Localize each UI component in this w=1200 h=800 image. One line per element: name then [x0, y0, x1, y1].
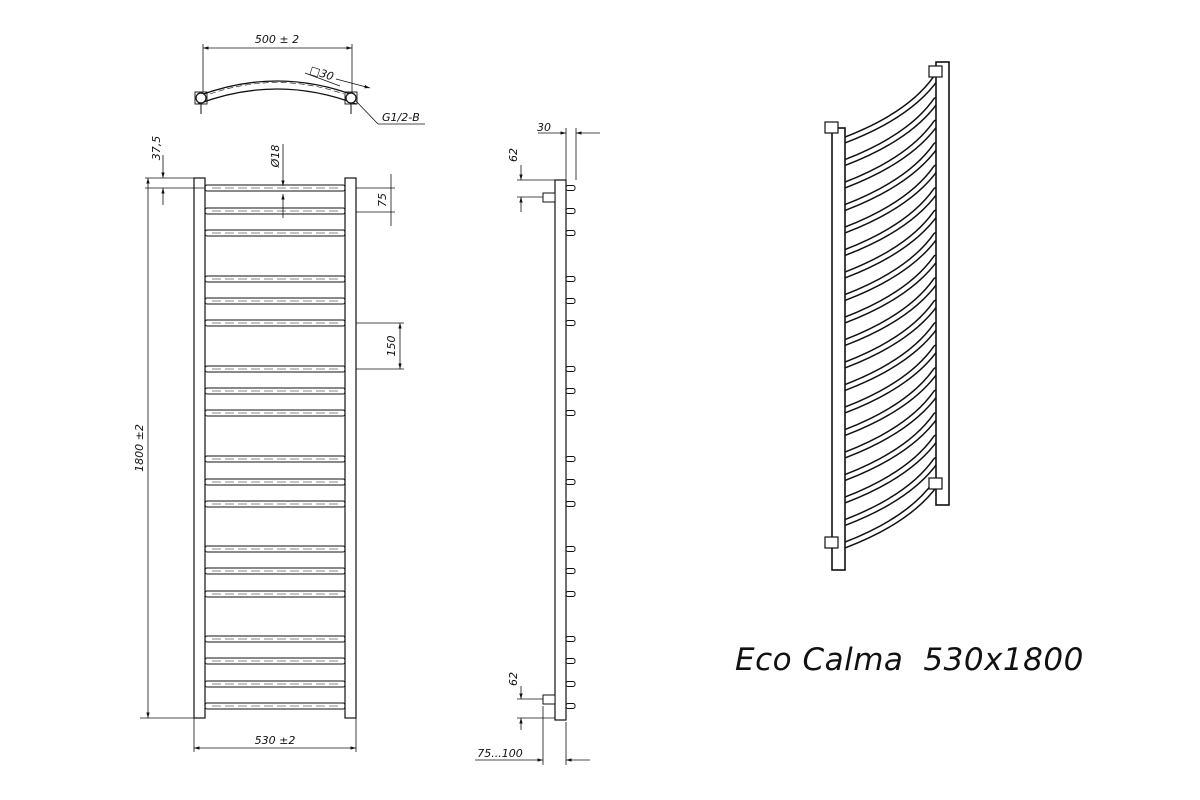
iso-rail-fill	[843, 166, 938, 232]
iso-rail-fill	[843, 346, 938, 412]
front-rails	[204, 184, 346, 710]
right-column	[344, 177, 357, 719]
perspective-view	[824, 61, 950, 571]
product-model: Eco Calma	[735, 642, 904, 678]
side-rail-stub	[565, 456, 576, 462]
iso-rail-fill	[843, 121, 938, 187]
iso-rail-fill	[843, 188, 938, 255]
side-rail-stub	[565, 703, 576, 709]
side-rail-stub	[565, 388, 576, 394]
iso-rail-fill	[843, 323, 938, 390]
top-view: 500 ± 2 □30 G1/2-B	[194, 33, 425, 125]
width-label: 530 ±2	[255, 734, 296, 747]
iso-rail-fill	[843, 368, 938, 435]
top-offset-label: 37,5	[150, 136, 163, 161]
side-rail-stub	[565, 568, 576, 574]
connection-bottom-label: 62	[507, 672, 520, 686]
iso-rail-fill	[843, 143, 938, 210]
side-rail-stub	[565, 298, 576, 304]
iso-rails	[841, 74, 940, 549]
profile-label: □30	[308, 63, 335, 83]
height-label: 1800 ±2	[133, 424, 146, 472]
iso-rail-fill	[843, 233, 938, 300]
connection-top-label: 62	[507, 148, 520, 162]
pitch-large-label: 150	[385, 336, 398, 357]
side-rail-stubs	[565, 185, 576, 709]
iso-rail-fill	[843, 76, 938, 142]
side-rail-stub	[565, 276, 576, 282]
side-rail-stub	[565, 501, 576, 507]
side-rail-stub	[565, 230, 576, 236]
side-rail-stub	[565, 546, 576, 552]
thread-label: G1/2-B	[382, 111, 420, 124]
side-rail-stub	[565, 636, 576, 642]
product-title: Eco Calma 530x1800	[735, 642, 1084, 678]
iso-rail-fill	[843, 481, 938, 547]
iso-rail-fill	[843, 98, 938, 165]
iso-rail-fill	[843, 436, 938, 502]
pitch-small-label: 75	[376, 193, 389, 207]
front-view: 37,5 Ø18 75 150 1800 ±2 530 ±2	[133, 136, 404, 752]
depth-label: 30	[537, 121, 551, 134]
iso-front-column	[831, 127, 846, 571]
iso-rail-fill	[843, 301, 938, 367]
iso-rail-fill	[843, 278, 938, 345]
product-size: 530x1800	[923, 642, 1084, 678]
side-rail-stub	[565, 479, 576, 485]
iso-rail-fill	[843, 413, 938, 480]
wall-distance-label: 75...100	[477, 747, 522, 760]
side-rail-stub	[565, 681, 576, 687]
side-rail-stub	[565, 208, 576, 214]
iso-rail-fill	[843, 458, 938, 525]
side-column	[554, 179, 567, 721]
top-width-label: 500 ± 2	[255, 33, 299, 46]
side-rail-stub	[565, 591, 576, 597]
iso-rail-fill	[843, 256, 938, 322]
side-rail-stub	[565, 185, 576, 191]
iso-rail-fill	[843, 391, 938, 457]
iso-back-column	[935, 61, 950, 506]
side-rail-stub	[565, 320, 576, 326]
side-rail-stub	[565, 366, 576, 372]
side-rail-stub	[565, 410, 576, 416]
iso-rail-fill	[843, 211, 938, 277]
side-rail-stub	[565, 658, 576, 664]
side-view: 30 62 62 75...100	[475, 121, 600, 765]
iso-rail-outline	[841, 74, 940, 144]
bar-diameter-label: Ø18	[269, 145, 282, 169]
left-column	[193, 177, 206, 719]
